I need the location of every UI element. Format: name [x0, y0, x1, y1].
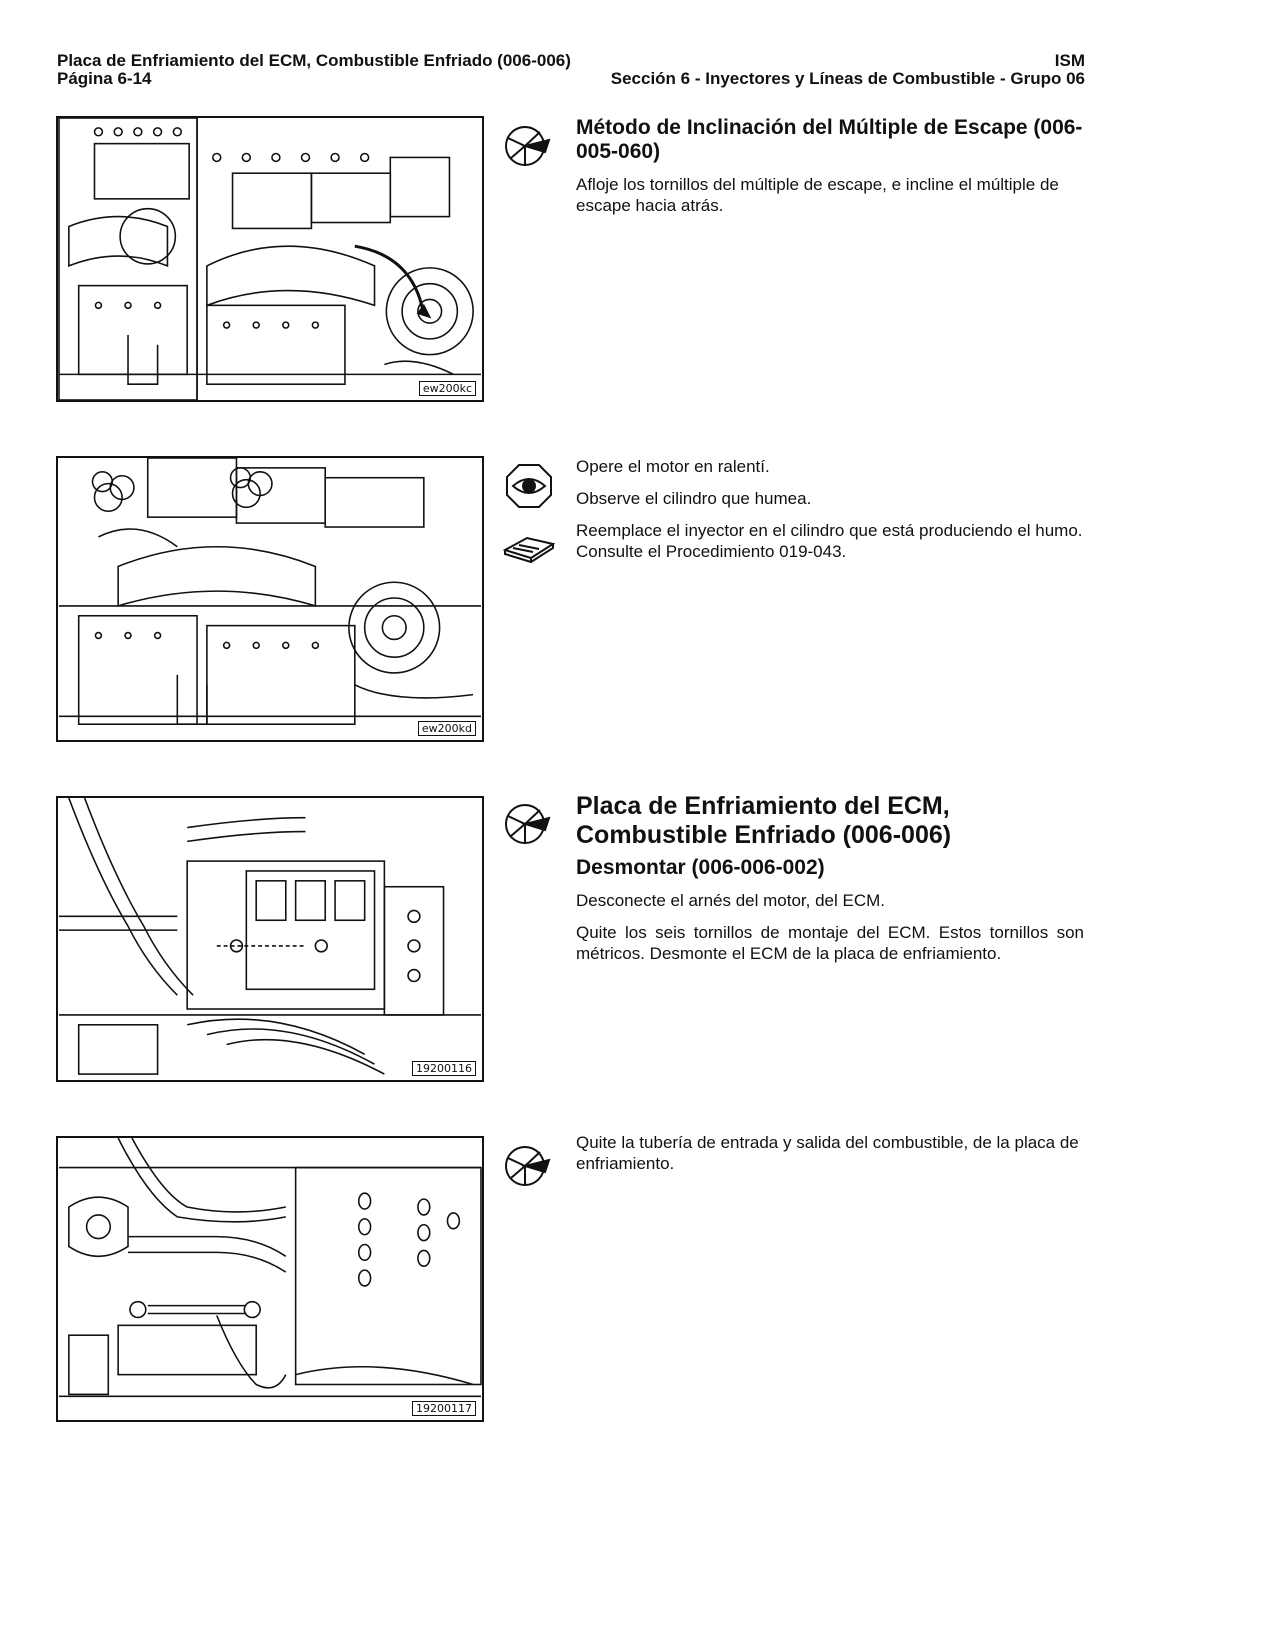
figure-code: ew200kd [417, 721, 476, 736]
instruction-text: Observe el cilindro que humea. [576, 489, 812, 508]
engine-illustration-1 [58, 118, 482, 400]
ecm-illustration-1 [58, 798, 482, 1075]
instruction-text: Desconecte el arnés del motor, del ECM. [576, 891, 885, 910]
instruction-text: Quite los seis tornillos de montaje del … [576, 923, 1084, 963]
header-engine-model: ISM [1054, 51, 1085, 70]
ecm-illustration-2 [58, 1138, 482, 1398]
figure-cooling-plate-fuel-lines: 19200117 [56, 1136, 484, 1422]
figure-exhaust-manifold-tilt: ew200kc [56, 116, 484, 402]
section-title: Placa de Enfriamiento del ECM, Combustib… [576, 792, 952, 849]
instruction-text: Opere el motor en ralentí. [576, 457, 770, 476]
figure-smoking-cylinder: ew200kd [56, 456, 484, 742]
figure-ecm-removal: 19200116 [56, 796, 484, 1082]
tool-wrench-icon [503, 800, 555, 848]
header-chapter-title: Placa de Enfriamiento del ECM, Combustib… [57, 51, 571, 70]
figure-code: 19200116 [412, 1061, 476, 1076]
reference-book-icon [503, 528, 555, 564]
header-page-number: Página 6-14 [57, 69, 152, 88]
header-section-name: Sección 6 - Inyectores y Líneas de Combu… [610, 69, 1085, 88]
section-exhaust-manifold-tilt: Método de Inclinación del Múltiple de Es… [576, 116, 1084, 216]
section-title: Método de Inclinación del Múltiple de Es… [576, 116, 1083, 163]
section-ecm-cooling-plate: Placa de Enfriamiento del ECM, Combustib… [576, 792, 1084, 964]
tool-wrench-icon [503, 122, 555, 170]
instruction-text: Quite la tubería de entrada y salida del… [576, 1133, 1079, 1173]
instruction-text: Reemplace el inyector en el cilindro que… [576, 521, 1083, 561]
tool-wrench-icon [503, 1142, 555, 1190]
section-fuel-lines: Quite la tubería de entrada y salida del… [576, 1132, 1084, 1174]
figure-code: 19200117 [412, 1401, 476, 1416]
section-subtitle: Desmontar (006-006-002) [576, 856, 825, 879]
instruction-text: Afloje los tornillos del múltiple de esc… [576, 175, 1059, 215]
eye-inspect-icon [503, 462, 555, 510]
figure-code: ew200kc [418, 381, 476, 396]
engine-illustration-2 [58, 458, 482, 726]
section-smoking-cylinder: Opere el motor en ralentí. Observe el ci… [576, 456, 1084, 562]
